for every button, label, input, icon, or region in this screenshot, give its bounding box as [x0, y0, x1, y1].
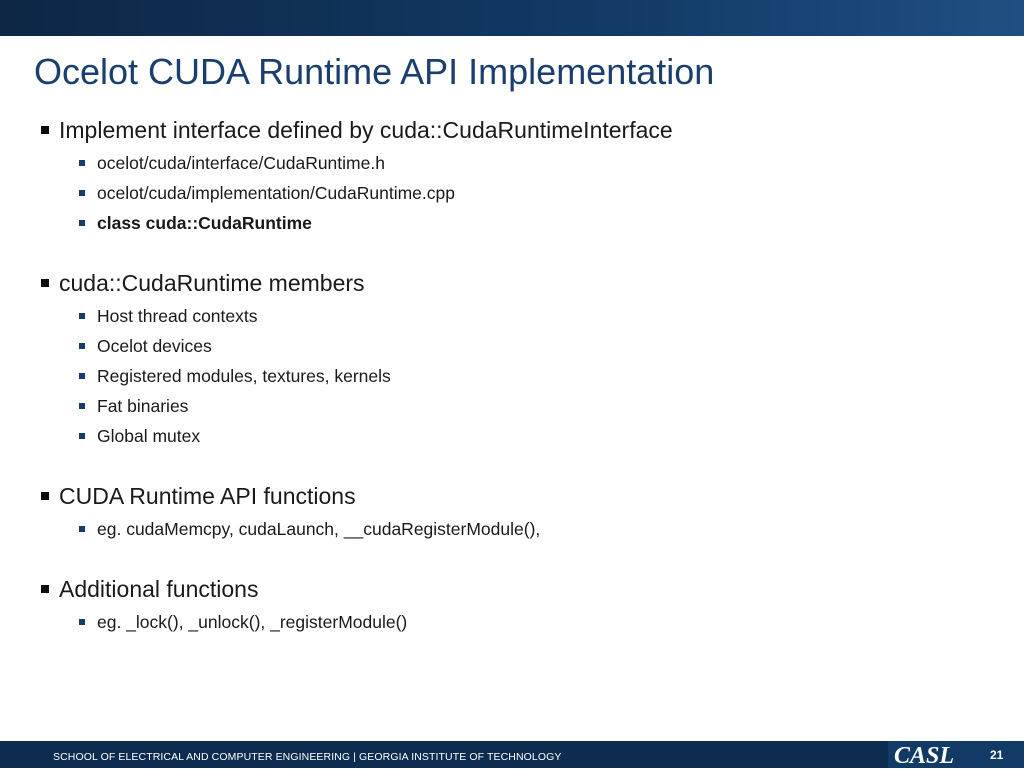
bullet-text: Host thread contexts	[97, 306, 258, 326]
bullet-text: CUDA Runtime API functions	[59, 483, 356, 509]
square-bullet-icon	[79, 343, 85, 349]
bullet-text: Registered modules, textures, kernels	[97, 366, 391, 386]
header-bar	[0, 0, 1024, 36]
bullet-level-2: Global mutex	[40, 421, 980, 451]
square-bullet-icon	[41, 585, 49, 593]
bullet-text: Additional functions	[59, 576, 259, 602]
square-bullet-icon	[79, 190, 85, 196]
spacer	[40, 451, 980, 481]
bullet-group-2: cuda::CudaRuntime members Host thread co…	[40, 268, 980, 451]
spacer	[40, 238, 980, 268]
casl-logo: CASL	[894, 743, 955, 769]
square-bullet-icon	[79, 619, 85, 625]
bullet-text: Implement interface defined by cuda::Cud…	[59, 117, 673, 143]
bullet-level-2: ocelot/cuda/interface/CudaRuntime.h	[40, 148, 980, 178]
square-bullet-icon	[79, 526, 85, 532]
square-bullet-icon	[79, 373, 85, 379]
bullet-group-1: Implement interface defined by cuda::Cud…	[40, 115, 980, 238]
bullet-level-2: eg. _lock(), _unlock(), _registerModule(…	[40, 607, 980, 637]
bullet-text: cuda::CudaRuntime members	[59, 270, 365, 296]
bullet-level-2: ocelot/cuda/implementation/CudaRuntime.c…	[40, 178, 980, 208]
bullet-text: eg. _lock(), _unlock(), _registerModule(…	[97, 612, 408, 632]
bullet-level-1: Implement interface defined by cuda::Cud…	[40, 115, 980, 145]
bullet-group-3: CUDA Runtime API functions eg. cudaMemcp…	[40, 481, 980, 544]
bullet-group-4: Additional functions eg. _lock(), _unloc…	[40, 574, 980, 637]
square-bullet-icon	[79, 160, 85, 166]
slide-content: Implement interface defined by cuda::Cud…	[40, 115, 980, 637]
footer-bar	[0, 741, 888, 768]
bullet-level-2: Ocelot devices	[40, 331, 980, 361]
bullet-text: eg. cudaMemcpy, cudaLaunch, __cudaRegist…	[97, 519, 541, 539]
bullet-level-2: class cuda::CudaRuntime	[40, 208, 980, 238]
page-number: 21	[990, 748, 1004, 762]
bullet-level-1: Additional functions	[40, 574, 980, 604]
bullet-level-2: Registered modules, textures, kernels	[40, 361, 980, 391]
square-bullet-icon	[79, 433, 85, 439]
bullet-level-2: Fat binaries	[40, 391, 980, 421]
square-bullet-icon	[79, 403, 85, 409]
bullet-text: Fat binaries	[97, 396, 189, 416]
bullet-level-1: CUDA Runtime API functions	[40, 481, 980, 511]
slide-title: Ocelot CUDA Runtime API Implementation	[34, 51, 715, 92]
bullet-text: Global mutex	[97, 426, 201, 446]
square-bullet-icon	[79, 220, 85, 226]
bullet-text: ocelot/cuda/interface/CudaRuntime.h	[97, 153, 385, 173]
bullet-text: class cuda::CudaRuntime	[97, 213, 312, 233]
square-bullet-icon	[79, 313, 85, 319]
bullet-level-2: Host thread contexts	[40, 301, 980, 331]
bullet-text: Ocelot devices	[97, 336, 212, 356]
square-bullet-icon	[41, 279, 49, 287]
bullet-level-2: eg. cudaMemcpy, cudaLaunch, __cudaRegist…	[40, 514, 980, 544]
square-bullet-icon	[41, 492, 49, 500]
footer-logo-area	[888, 741, 1024, 768]
bullet-text: ocelot/cuda/implementation/CudaRuntime.c…	[97, 183, 455, 203]
square-bullet-icon	[41, 126, 49, 134]
spacer	[40, 544, 980, 574]
footer-institution-text: SCHOOL OF ELECTRICAL AND COMPUTER ENGINE…	[53, 751, 562, 763]
bullet-level-1: cuda::CudaRuntime members	[40, 268, 980, 298]
